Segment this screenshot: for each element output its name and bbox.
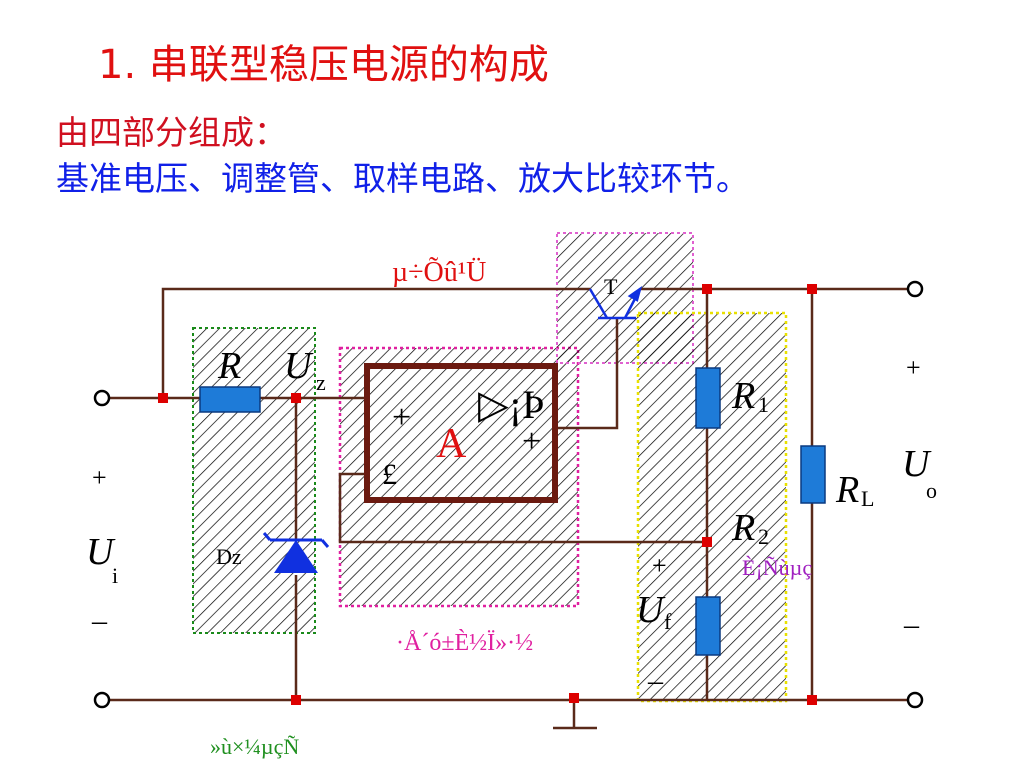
resistor-r-label: R (217, 345, 241, 387)
rl-label: R (835, 469, 859, 511)
output-minus: – (903, 608, 920, 641)
amp-plus-right: + (522, 423, 541, 460)
input-terminal-bottom (93, 691, 111, 709)
amp-a-label: A (436, 421, 467, 467)
output-terminal-top (906, 280, 924, 298)
r1-label: R (731, 375, 755, 417)
ui-subscript: i (112, 563, 118, 588)
input-minus: – (91, 604, 108, 637)
terminals (93, 280, 924, 709)
dz-label: Dz (216, 544, 242, 569)
uf-subscript: f (664, 609, 672, 634)
uf-minus: – (647, 664, 664, 697)
amplifier-block-label: ·Å´ó±È½Ï»·½ (396, 630, 533, 656)
amp-plus-left: + (392, 399, 411, 436)
input-terminal-top (93, 389, 111, 407)
resistor-r1 (695, 367, 721, 429)
r2-label: R (731, 507, 755, 549)
transistor-icon (588, 285, 643, 320)
r1-subscript: 1 (758, 392, 769, 417)
resistor-rl (800, 445, 826, 504)
wires (110, 287, 912, 730)
uz-label: U (284, 345, 314, 387)
amp-minus: £­ (382, 458, 397, 491)
slide-title: 1. 串联型稳压电源的构成 (98, 42, 549, 88)
output-plus: + (906, 353, 921, 382)
regulator-block-label: µ÷Õû¹Ü (392, 257, 486, 288)
junction-nodes (158, 284, 817, 705)
zener-diode-icon (262, 532, 330, 573)
rl-subscript: L (861, 486, 874, 511)
r2-subscript: 2 (758, 524, 769, 549)
amplifier-box (364, 363, 558, 503)
uf-plus: + (652, 551, 667, 580)
resistor-r2 (695, 596, 721, 656)
input-plus: + (92, 463, 107, 492)
intro-text: 由四部分组成： (56, 113, 287, 152)
ui-label: U (86, 531, 116, 573)
uz-subscript: z (316, 370, 326, 395)
amplifier-block (338, 346, 580, 608)
sampling-block-label: È¡Ñùµç (742, 555, 812, 580)
uo-subscript: o (926, 478, 937, 503)
transistor-label: T (604, 274, 618, 299)
output-terminal-bottom (906, 691, 924, 709)
uf-label: U (636, 589, 666, 631)
reference-block (192, 327, 316, 634)
reference-block-label: »ù×¼µçÑ (210, 734, 299, 759)
components-text: 基准电压、调整管、取样电路、放大比较环节。 (56, 159, 749, 198)
uo-label: U (902, 443, 932, 485)
amp-symbol: ▷¡Þ (478, 382, 544, 427)
resistor-r (199, 386, 261, 413)
